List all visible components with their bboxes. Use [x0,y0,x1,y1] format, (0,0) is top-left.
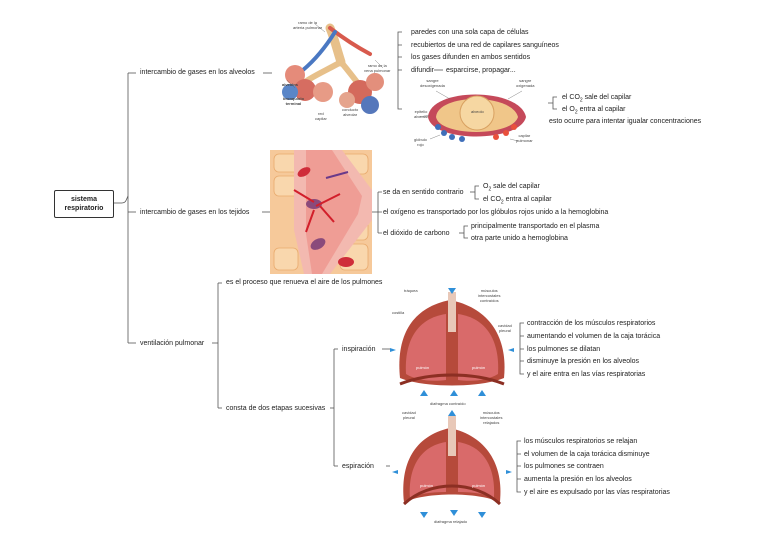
inspiracion-label[interactable]: inspiración [342,346,376,353]
branch-tejidos-label[interactable]: intercambio de gases en los tejidos [140,209,250,216]
tissue-exchange-illustration [270,150,372,274]
label-costilla: costilla [392,310,405,315]
ventilacion-two-stages: consta de dos etapas sucesivas [226,405,326,412]
root-title-line2: respiratorio [64,205,104,212]
alveolo-item-1: paredes con una sola capa de células [411,29,529,36]
espiracion-label[interactable]: espiración [342,463,374,470]
tejido-co2-transport: el dióxido de carbono [383,230,450,237]
espiracion-item-1: los músculos respiratorios se relajan [524,438,638,445]
label-pulmon-2: pulmón [472,365,486,370]
label-pulmon-1: pulmón [416,365,430,370]
label-diafragma-relajado: diafragma relajado [434,519,468,524]
label-alveolos: alveolos [282,82,299,87]
branch-ventilacion-label[interactable]: ventilación pulmonar [140,340,205,347]
tejido-opposite: se da en sentido contrario [383,189,464,196]
inspiracion-item-2: aumentando el volumen de la caja torácic… [527,333,661,340]
inspiracion-item-3: los pulmones se dilatan [527,346,601,353]
inspiracion-item-1: contracción de los músculos respiratorio… [527,320,656,327]
inspiracion-item-4: disminuye la presión en los alveolos [527,358,640,365]
inspiracion-item-5: y el aire entra en las vías respiratoria… [527,371,646,378]
alveolo-item-3: los gases difunden en ambos sentidos [411,54,531,61]
ventilacion-renews: es el proceso que renueva el aire de los… [226,279,383,286]
capillary-alveolus-illustration [419,90,526,142]
alveoli-illustration [282,23,384,114]
co2-item-1: principalmente transportado en el plasma [471,223,600,230]
label-pulmon-3: pulmón [420,483,434,488]
espiracion-item-5: y el aire es expulsado por las vías resp… [524,489,670,496]
label-pulmon-4: pulmón [472,483,486,488]
espiracion-item-4: aumenta la presión en los alveolos [524,476,632,483]
espiracion-item-2: el volumen de la caja torácica disminuye [524,451,650,458]
co2-item-2: otra parte unido a hemoglobina [471,235,568,242]
alveolo-item-5: esparcirse, propagar... [446,67,516,74]
alveolo-co2-sale: el CO2 sale del capilar [562,94,632,104]
alveolo-o2-entra: el O2 entra al capilar [562,106,626,116]
tejido-oxygen: el oxígeno es transportado por los glóbu… [383,209,609,216]
tejido-co2-entra: el CO2 entra al capilar [483,196,552,206]
root-node[interactable]: sistema respiratorio [54,190,114,218]
tejido-o2-sale: O2 sale del capilar [483,183,540,193]
branch-alveolos-label[interactable]: intercambio de gases en los alveolos [140,69,255,76]
expiration-lungs-illustration [392,410,512,518]
label-diafragma-contraido: diafragma contraído [430,401,466,406]
alveolo-equalize: esto ocurre para intentar igualar concen… [549,118,702,125]
root-title-line1: sistema [70,196,98,203]
alveolo-item-4: difundir [411,67,434,74]
inspiration-lungs-illustration [390,288,514,396]
alveolo-item-2: recubiertos de una red de capilares sang… [411,42,559,49]
label-traquea: tráquea [404,288,418,293]
label-alveolo: alveolo [471,109,484,114]
espiracion-item-3: los pulmones se contraen [524,463,604,470]
